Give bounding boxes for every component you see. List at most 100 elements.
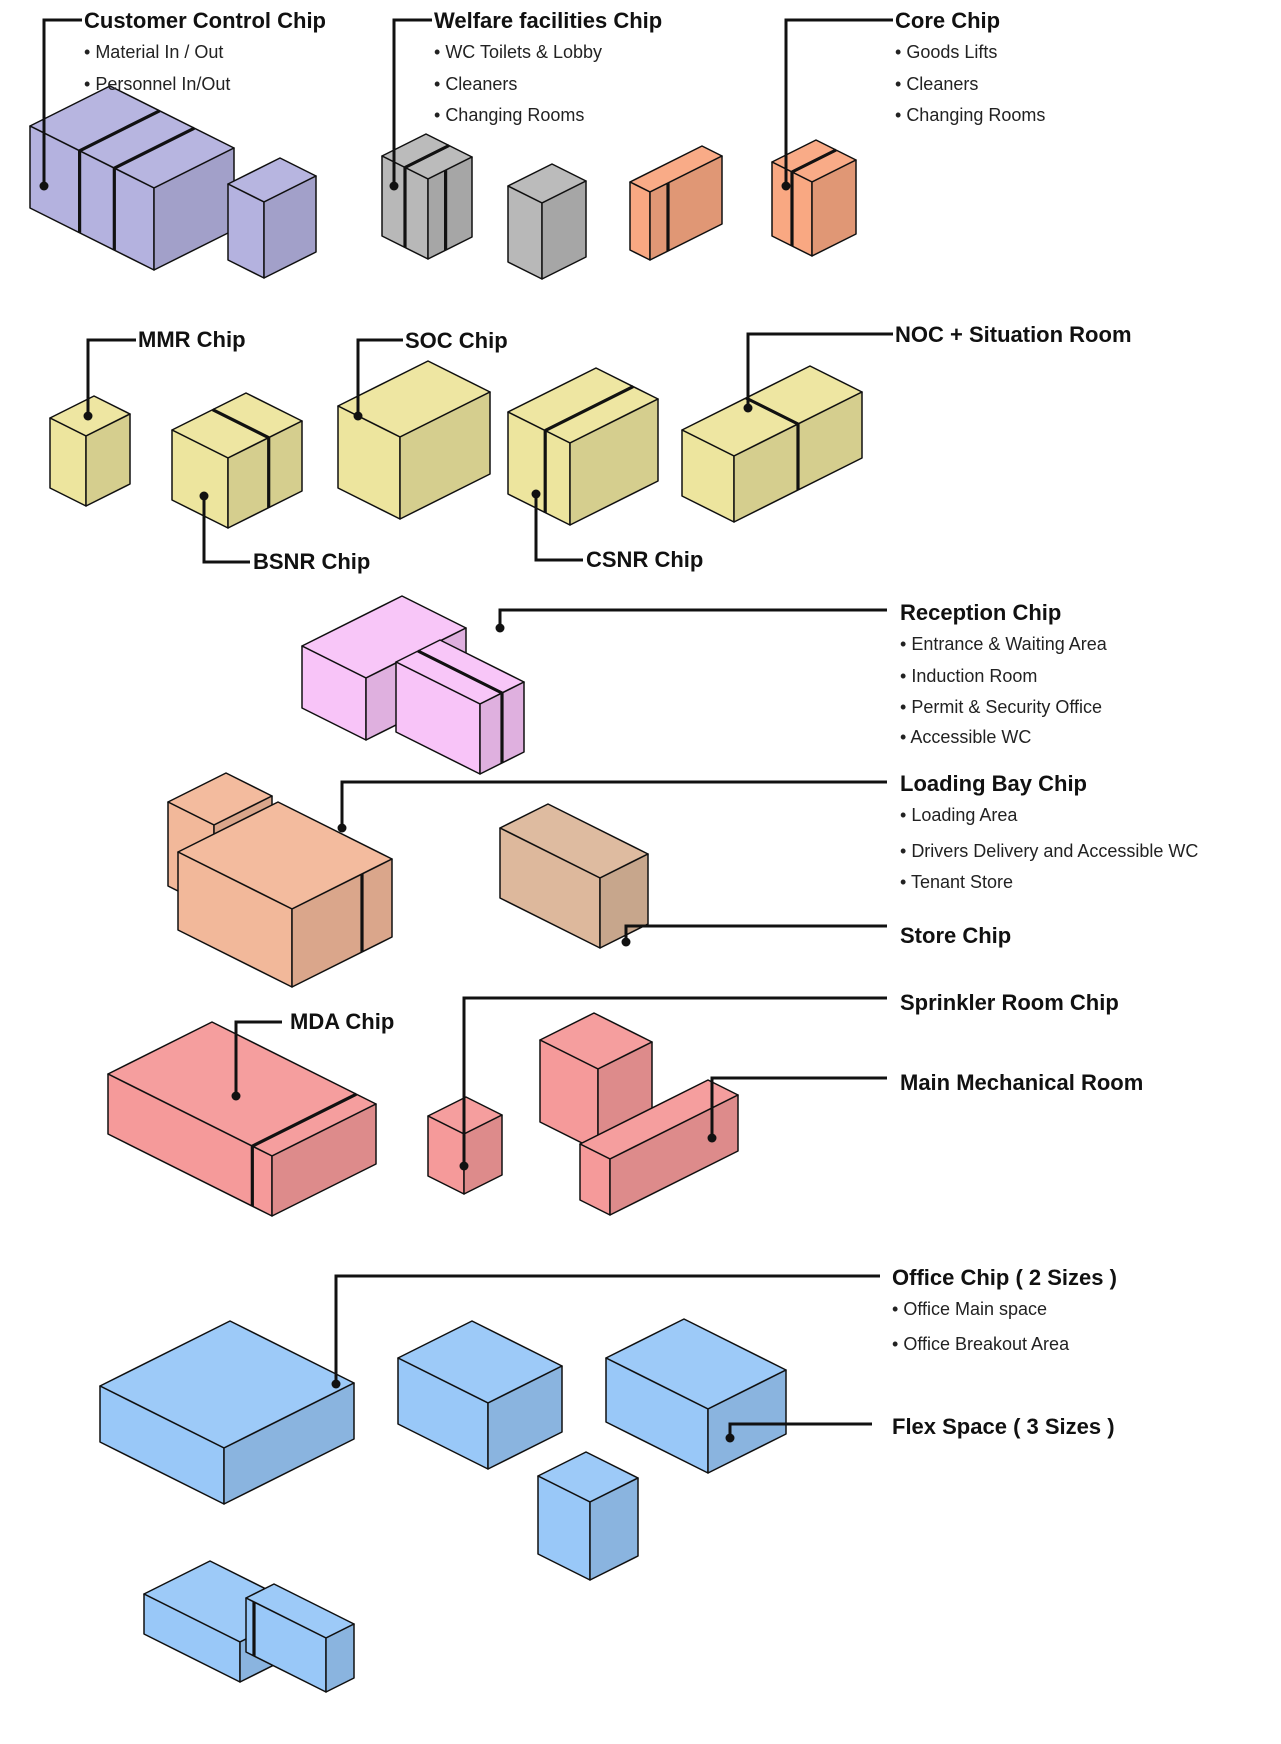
reception-bullet-1: • Entrance & Waiting Area (900, 634, 1108, 654)
main-mech-block-front (579, 1079, 739, 1216)
mmr-leader (86, 338, 136, 416)
office-bullet-2: • Office Breakout Area (892, 1334, 1070, 1354)
office-bullet-1: • Office Main space (892, 1299, 1047, 1319)
office-block-medium-right-face (487, 1365, 563, 1470)
core-block-medium-left-face (629, 181, 651, 261)
reception-bullet-2: • Induction Room (900, 666, 1037, 686)
customer-control-title: Customer Control Chip (84, 8, 326, 33)
reception-bullet-4: • Accessible WC (900, 727, 1031, 747)
bsnr-title: BSNR Chip (253, 549, 370, 574)
store-leader (624, 924, 887, 942)
welfare-block-large-divider-top (404, 144, 450, 169)
customer-control-block-large-divider-top (78, 109, 161, 153)
customer-control-block-large-divider-top (113, 126, 196, 170)
main-mech-block-front-right-face (609, 1094, 739, 1216)
sprinkler-leader (462, 996, 887, 1166)
mmr-block-right-face (85, 413, 131, 507)
store-block (499, 803, 649, 949)
reception-block-front (395, 639, 525, 775)
core-block-small-divider-top (791, 148, 837, 174)
reception-leader (498, 608, 887, 628)
main-mech-title: Main Mechanical Room (900, 1070, 1143, 1095)
reception-block-front-divider-top (417, 649, 503, 695)
loading-bay-bullet-3: • Tenant Store (900, 872, 1013, 892)
bsnr-block-right-face (227, 420, 303, 529)
bsnr-block (171, 392, 303, 529)
mda-title: MDA Chip (290, 1009, 394, 1034)
welfare-block-small (507, 163, 587, 280)
loading-bay-bullet-1: • Loading Area (900, 805, 1018, 825)
welfare-title: Welfare facilities Chip (434, 8, 662, 33)
main-mech-leader-dot (707, 1133, 717, 1143)
reception-bullet-3: • Permit & Security Office (900, 697, 1102, 717)
mmr-block (49, 395, 131, 507)
csnr-block-right-face (569, 398, 659, 526)
welfare-bullet-1: • WC Toilets & Lobby (434, 42, 602, 62)
labels: Customer Control Chip • Material In / Ou… (84, 8, 1198, 1439)
main-mech-leader (710, 1076, 887, 1138)
soc-block-right-face (399, 391, 491, 520)
noc-leader (746, 332, 893, 408)
welfare-bullet-2: • Cleaners (434, 74, 517, 94)
office-block-medium (397, 1320, 563, 1470)
sprinkler-block (427, 1096, 503, 1195)
core-bullet-2: • Cleaners (895, 74, 978, 94)
customer-control-block-large (29, 85, 235, 271)
mda-block (107, 1021, 377, 1217)
noc-block-divider-top (745, 396, 799, 426)
flex-leader-dot (725, 1433, 735, 1443)
csnr-block-divider-top (544, 385, 634, 433)
csnr-title: CSNR Chip (586, 547, 703, 572)
loading-bay-block-front-right-face (291, 858, 393, 988)
core-title: Core Chip (895, 8, 1000, 33)
soc-block (337, 360, 491, 520)
sprinkler-leader-dot (459, 1161, 469, 1171)
mda-block-right-face (271, 1103, 377, 1217)
core-bullet-3: • Changing Rooms (895, 105, 1045, 125)
mmr-title: MMR Chip (138, 327, 246, 352)
flex-leader (728, 1422, 872, 1438)
loading-bay-bullet-2: • Drivers Delivery and Accessible WC (900, 841, 1198, 861)
core-bullet-1: • Goods Lifts (895, 42, 997, 62)
sprinkler-title: Sprinkler Room Chip (900, 990, 1119, 1015)
customer-control-bullet-1: • Material In / Out (84, 42, 223, 62)
soc-leader-dot (353, 411, 363, 421)
mda-leader (234, 1020, 282, 1096)
bsnr-leader-dot (199, 491, 209, 501)
customer-control-leader (42, 18, 82, 186)
noc-leader-dot (743, 403, 753, 413)
bsnr-leader (202, 496, 250, 564)
loading-bay-leader-dot (337, 823, 347, 833)
welfare-block-large-right-face (427, 156, 473, 260)
loading-bay-block-front (177, 801, 393, 988)
core-block-small-right-face (811, 159, 857, 257)
core-leader (784, 18, 893, 186)
welfare-block-small-left-face (507, 185, 543, 280)
welfare-block-small-right-face (541, 180, 587, 280)
flex-block-small-front-right-face (325, 1623, 355, 1693)
flex-block-large (605, 1318, 787, 1474)
store-leader-dot (621, 937, 631, 947)
flex-title: Flex Space ( 3 Sizes ) (892, 1414, 1115, 1439)
mda-block-divider-top (251, 1092, 358, 1148)
office-block-large (99, 1320, 355, 1505)
customer-control-leader-dot (39, 181, 49, 191)
welfare-bullet-3: • Changing Rooms (434, 105, 584, 125)
customer-control-block-small-right-face (263, 175, 317, 279)
reception-title: Reception Chip (900, 600, 1061, 625)
core-block-medium (629, 145, 723, 261)
leader-lines (39, 18, 893, 1443)
bsnr-block-divider-top (211, 408, 270, 440)
soc-title: SOC Chip (405, 328, 508, 353)
office-leader (334, 1274, 880, 1384)
office-title: Office Chip ( 2 Sizes ) (892, 1265, 1117, 1290)
office-block-large-right-face (223, 1382, 355, 1505)
csnr-leader-dot (531, 489, 541, 499)
noc-title: NOC + Situation Room (895, 322, 1132, 347)
csnr-block (507, 367, 659, 526)
welfare-leader-dot (389, 181, 399, 191)
sprinkler-block-right-face (463, 1114, 503, 1195)
csnr-leader (534, 494, 583, 562)
mmr-leader-dot (83, 411, 93, 421)
